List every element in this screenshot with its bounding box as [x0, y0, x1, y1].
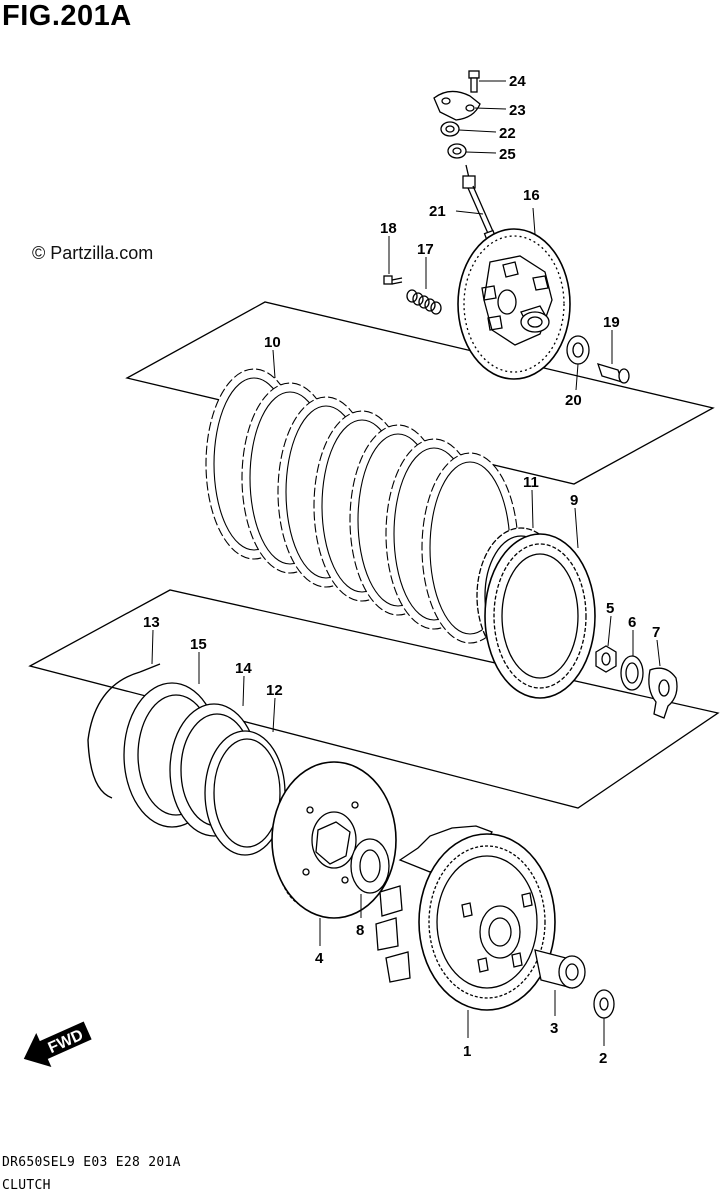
part-18-bolt [383, 275, 403, 285]
part-16-pressure-plate [457, 228, 571, 380]
diagram-code: DR650SEL9 E03 E28 201A [2, 1155, 181, 1170]
callout-12: 12 [266, 682, 283, 699]
part-2-washer [593, 989, 615, 1019]
part-23-lifter-plate [433, 90, 481, 121]
callout-24: 24 [509, 73, 526, 90]
fwd-direction-arrow: FWD [23, 1021, 92, 1067]
callout-9: 9 [570, 492, 578, 509]
callout-14: 14 [235, 660, 252, 677]
callout-15: 15 [190, 636, 207, 653]
callout-7: 7 [652, 624, 660, 641]
part-4-sleeve-hub [271, 761, 397, 919]
callout-22: 22 [499, 125, 516, 142]
callout-17: 17 [417, 241, 434, 258]
clutch-plate-stack [205, 368, 519, 644]
figure-title: FIG.201A [2, 0, 132, 32]
part-1-clutch-housing [375, 825, 556, 1011]
hub-group-outline [28, 589, 720, 809]
part-5-nut [595, 645, 617, 673]
callout-23: 23 [509, 102, 526, 119]
part-21-push-rod [462, 164, 498, 244]
leader-lines [151, 80, 661, 1046]
callout-20: 20 [565, 392, 582, 409]
part-22-nut [440, 121, 460, 137]
part-17-spring [406, 289, 442, 315]
callout-18: 18 [380, 220, 397, 237]
part-6-washer [620, 655, 644, 691]
callout-labels: 24 23 22 25 21 16 18 17 19 20 10 11 9 5 … [143, 73, 660, 1067]
watermark-text: © Partzilla.com [32, 243, 154, 263]
callout-21: 21 [429, 203, 446, 220]
callout-19: 19 [603, 314, 620, 331]
callout-11: 11 [523, 474, 539, 491]
callout-3: 3 [550, 1020, 558, 1037]
part-12-spring-washer [204, 730, 286, 856]
part-25-nut [447, 143, 467, 159]
part-8-thrust-washer [350, 838, 390, 894]
part-13-wire-ring [87, 663, 161, 799]
callout-13: 13 [143, 614, 160, 631]
callout-16: 16 [523, 187, 540, 204]
callout-10: 10 [264, 334, 281, 351]
callout-6: 6 [628, 614, 636, 631]
callout-5: 5 [606, 600, 614, 617]
callout-4: 4 [315, 950, 324, 967]
part-24-bolt [468, 70, 480, 93]
callout-25: 25 [499, 146, 516, 163]
callout-1: 1 [463, 1043, 471, 1060]
part-7-lock-washer [648, 667, 678, 719]
part-9-drive-plate [484, 533, 596, 699]
part-3-spacer [534, 949, 586, 989]
callout-2: 2 [599, 1050, 607, 1067]
diagram-name: CLUTCH [2, 1178, 51, 1193]
part-19-pin [596, 363, 630, 384]
part-20-bearing [566, 335, 590, 365]
callout-8: 8 [356, 922, 364, 939]
